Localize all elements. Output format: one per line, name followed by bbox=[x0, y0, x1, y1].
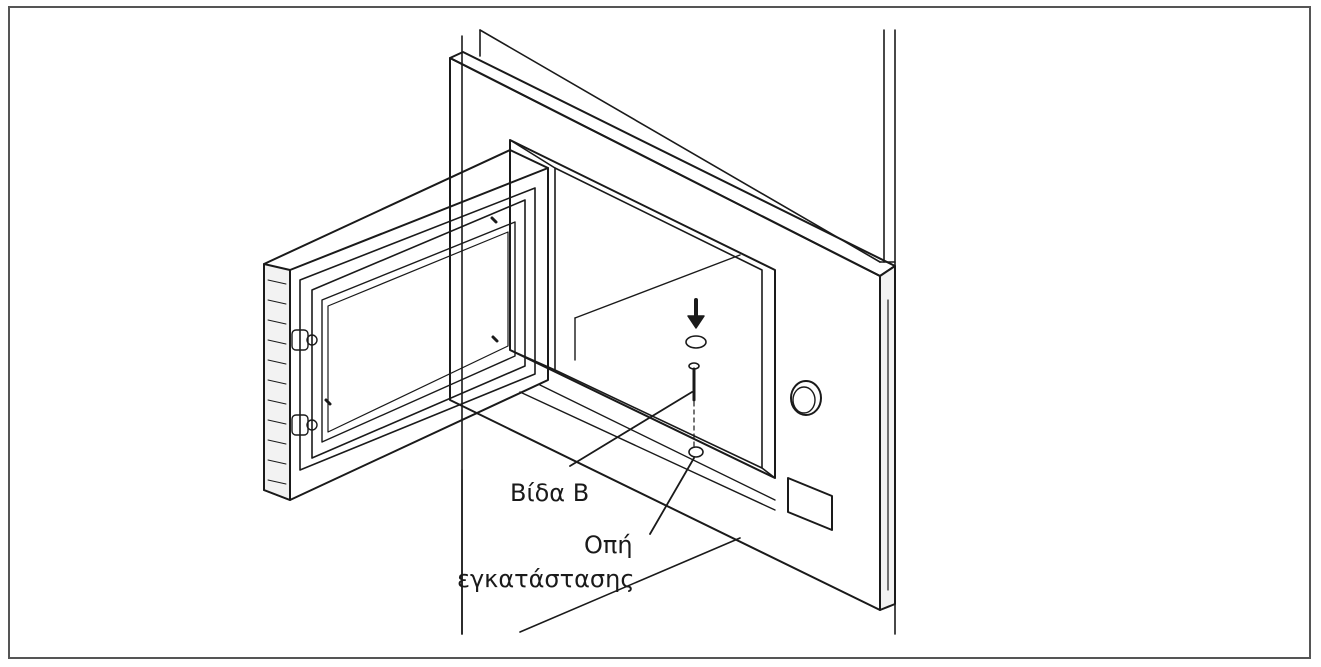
display-window bbox=[787, 477, 833, 531]
open-door bbox=[263, 149, 549, 501]
screw-b-leader bbox=[569, 391, 693, 467]
install-hole-label-line1: Οπή bbox=[584, 531, 633, 559]
door-latches bbox=[291, 329, 318, 436]
down-arrow-icon bbox=[687, 298, 705, 329]
install-hole-leader bbox=[649, 457, 695, 535]
screw-assembly bbox=[685, 298, 707, 458]
install-hole-icon bbox=[688, 446, 704, 458]
control-knob-icon bbox=[790, 380, 822, 416]
oven-cavity bbox=[509, 139, 776, 511]
door-edge-vent bbox=[267, 279, 287, 485]
control-panel bbox=[787, 380, 833, 531]
install-hole-label-line2: εγκατάστασης bbox=[457, 565, 635, 593]
screw-cap-icon bbox=[685, 335, 707, 349]
screw-b-label: Βίδα Β bbox=[510, 479, 590, 507]
figure-frame bbox=[8, 6, 1311, 659]
screw-icon bbox=[688, 362, 700, 402]
microwave-fascia bbox=[449, 51, 896, 611]
cabinet bbox=[461, 29, 896, 635]
